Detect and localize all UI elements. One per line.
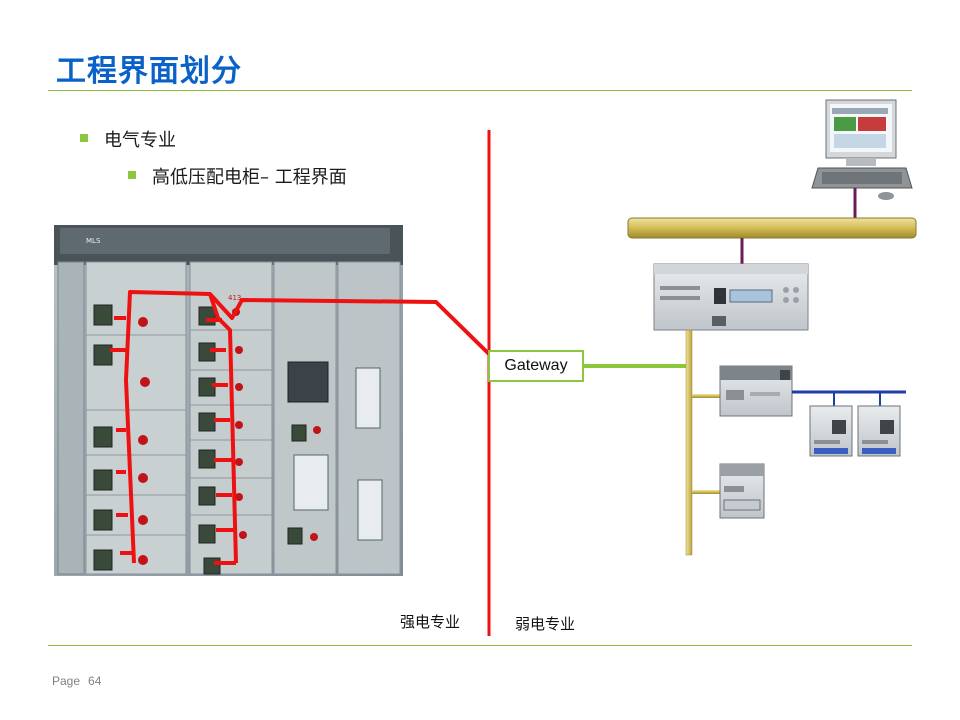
branch-2 — [692, 490, 720, 494]
bullet-level1-text: 电气专业 — [104, 130, 176, 151]
bottom-divider — [48, 645, 912, 646]
page-footer: Page 64 — [52, 674, 101, 688]
bullet-level2: 高低压配电柜– 工程界面 — [128, 163, 347, 189]
field-device-1-icon — [809, 405, 853, 457]
field-device-2-icon — [857, 405, 901, 457]
page-number: 64 — [88, 674, 102, 688]
zone-label-weak-current: 弱电专业 — [515, 615, 576, 633]
bullet-square-icon — [128, 171, 136, 179]
switchgear-photo: MLS 413 — [54, 225, 403, 576]
zone-label-strong-current: 强电专业 — [400, 613, 461, 631]
network-bus — [627, 217, 917, 239]
bullet-level2-text: 高低压配电柜– 工程界面 — [152, 167, 347, 188]
gateway-box: Gateway — [488, 350, 584, 382]
panel-tag-mls: MLS — [86, 237, 101, 245]
top-divider — [48, 90, 912, 91]
panel-tag-413: 413 — [228, 294, 241, 302]
bullet-level1: 电气专业 — [80, 126, 176, 152]
bullet-square-icon — [80, 134, 88, 142]
riser-bus — [685, 329, 693, 556]
io-module-2-icon — [719, 463, 765, 519]
workstation-icon — [811, 99, 913, 200]
red-wiring — [110, 290, 492, 565]
page-label: Page — [52, 674, 81, 688]
io-module-1-icon — [719, 365, 793, 417]
main-controller-icon — [653, 263, 809, 331]
branch-1 — [692, 394, 720, 398]
page-title: 工程界面划分 — [56, 54, 242, 89]
